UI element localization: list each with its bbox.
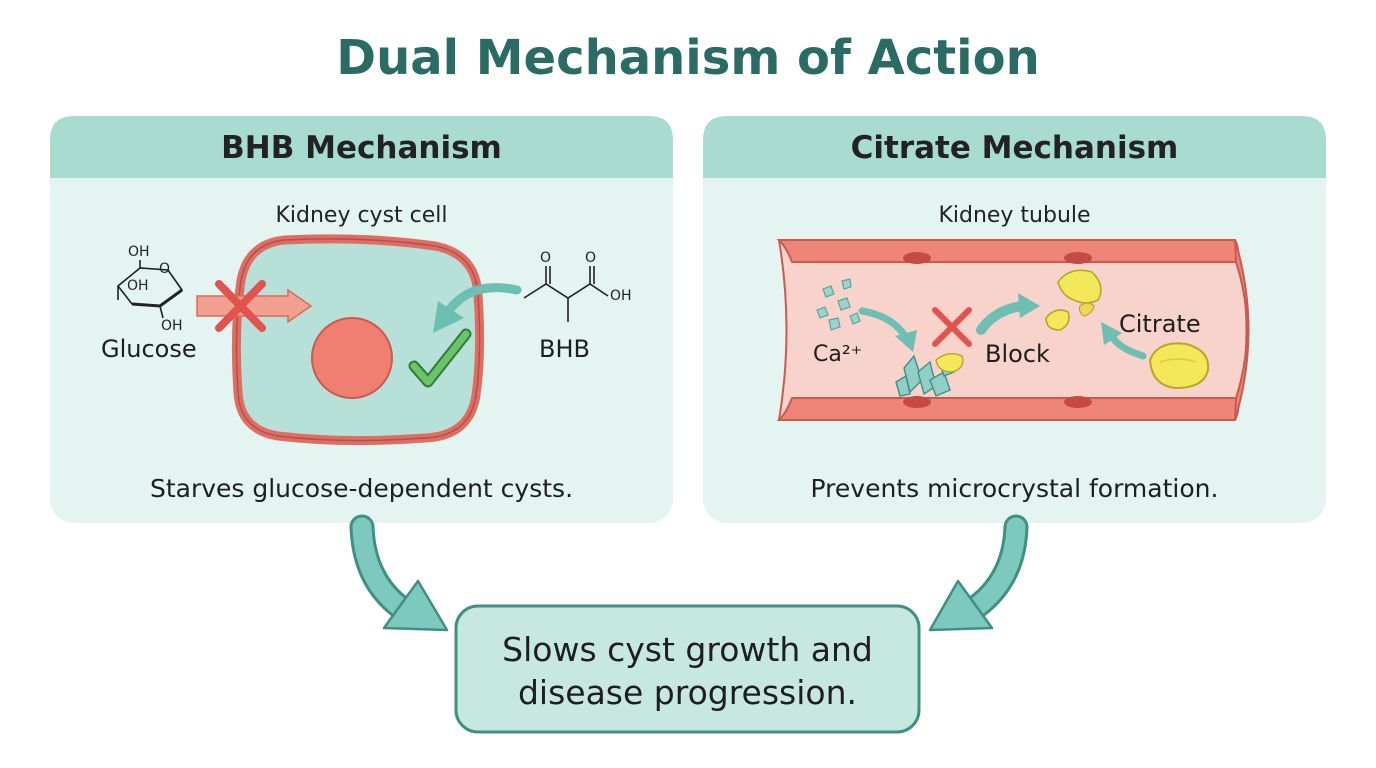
citrate-fragment-1 [935, 353, 964, 373]
citrate-panel-title: Citrate Mechanism [850, 130, 1179, 166]
bhb-group-label: OH [610, 288, 632, 304]
bhb-group-label: O [540, 250, 552, 266]
block-x-icon [215, 280, 266, 332]
crystal-block-x-icon [932, 307, 972, 347]
block-arrow [976, 293, 1040, 335]
citrate-panel-header [703, 116, 1326, 178]
glucose-group-label: OH [161, 318, 183, 334]
bhb-label: BHB [539, 335, 590, 363]
citrate-to-result-arrow [928, 514, 1029, 632]
glucose-entry-arrow [196, 288, 313, 324]
bhb-group-label: O [585, 250, 597, 266]
microcrystal-cluster [895, 354, 955, 397]
citrate-lemon-icon [1148, 342, 1210, 390]
glucose-group-label: OH [127, 278, 149, 294]
cyst-cell-label: Kidney cyst cell [275, 203, 448, 228]
check-icon [408, 328, 472, 388]
cyst-cell [231, 234, 485, 446]
page-title: Dual Mechanism of Action [336, 30, 1040, 86]
citrate-label: Citrate [1119, 310, 1201, 338]
citrate-caption: Prevents microcrystal formation. [810, 474, 1219, 503]
tubule-wall-top [776, 239, 1240, 263]
bhb-to-result-arrow [349, 514, 449, 632]
result-line-1: Slows cyst growth and [502, 630, 873, 669]
glucose-group-label: O [159, 261, 171, 277]
kidney-tubule [776, 239, 1250, 421]
bhb-caption: Starves glucose-dependent cysts. [149, 474, 574, 503]
tubule-wall-end [1234, 239, 1250, 421]
calcium-label: Ca²⁺ [813, 342, 863, 367]
result-box [454, 604, 921, 734]
glucose-label: Glucose [101, 335, 197, 363]
citrate-arrow [1101, 322, 1147, 360]
result-text: Slows cyst growth and disease progressio… [456, 628, 919, 714]
cell-nucleus [311, 317, 393, 399]
bhb-structure-icon [523, 266, 609, 322]
glucose-structure-icon [116, 260, 184, 319]
tubule-wall-bottom [776, 397, 1240, 421]
result-line-2: disease progression. [517, 673, 858, 712]
calcium-flow-arrow [858, 307, 917, 352]
calcium-ions [816, 278, 861, 331]
glucose-group-label: OH [128, 244, 150, 260]
bhb-panel-title: BHB Mechanism [221, 130, 502, 166]
bhb-panel-header [50, 116, 673, 178]
citrate-fragments [1045, 269, 1102, 331]
bhb-entry-arrow [433, 283, 522, 333]
tubule-label: Kidney tubule [938, 203, 1091, 228]
block-label: Block [985, 340, 1050, 368]
